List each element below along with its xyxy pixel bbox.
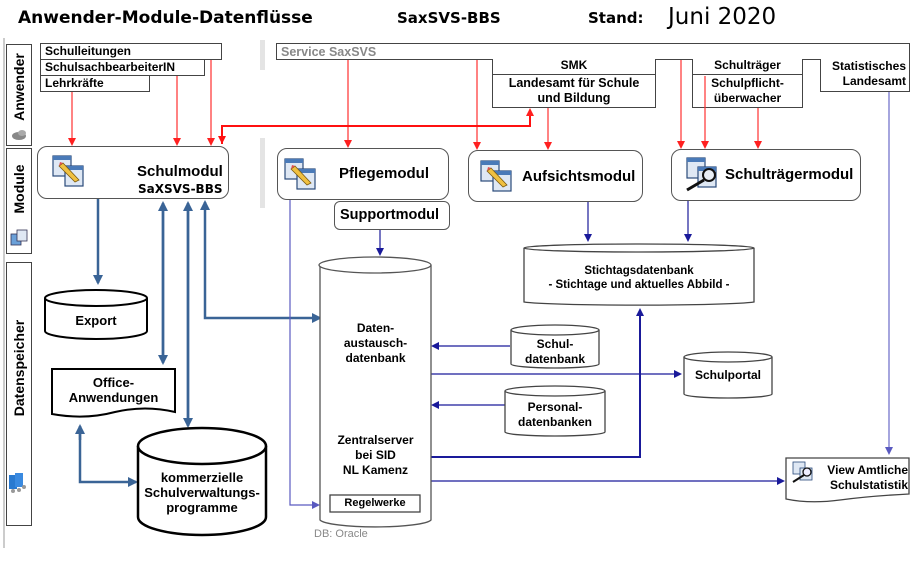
user-lehrkraefte: Lehrkräfte (40, 75, 150, 92)
stichtag-line1: Stichtagsdatenbank (584, 265, 694, 277)
personal-label: Personal- datenbanken (505, 400, 605, 430)
zentral-line2: bei SID (355, 448, 396, 462)
lane-anwender: Anwender (6, 44, 32, 146)
user-lasub-line1: Landesamt für Schule (508, 76, 640, 90)
section-separator-2 (260, 138, 265, 208)
schuldb-line1: Schul- (536, 337, 574, 351)
office-line1: Office- (92, 375, 135, 390)
zentral-label: Zentralserver bei SID NL Kamenz (320, 433, 431, 478)
view-search-icon (792, 461, 813, 483)
supportmodul[interactable]: Supportmodul (334, 201, 450, 230)
export-label: Export (75, 313, 117, 328)
user-schultraeger-label: Schulträger (714, 58, 781, 72)
pflegemodul[interactable]: Pflegemodul (277, 148, 449, 200)
user-schulsachbearbeiter-label: SchulsachbearbeiterIN (45, 60, 176, 74)
service-saxsvs-label: Service SaxSVS (281, 45, 377, 59)
kommerziell-line1: kommerzielle (160, 470, 244, 485)
edit-form-icon (284, 158, 316, 190)
diagram-title: Anwender-Module-Datenflüsse (18, 8, 313, 28)
user-schulleitungen-label: Schulleitungen (45, 44, 132, 58)
system-name: SaxSVS-BBS (397, 9, 501, 27)
lane-datenspeicher: Datenspeicher (6, 262, 32, 526)
view-line1: View Amtliche (827, 463, 908, 477)
kommerziell-label: kommerzielle Schulverwaltungs- programme (138, 470, 266, 515)
view-label: View Amtliche Schulstatistik (812, 463, 910, 493)
regelwerke-label: Regelwerke (344, 497, 406, 509)
user-statistik-line2: Landesamt (842, 74, 906, 88)
user-schulpflicht-line2: überwacher (713, 91, 782, 105)
view-line2: Schulstatistik (829, 478, 908, 492)
schuldb-label: Schul- datenbank (511, 337, 599, 367)
left-border (3, 38, 5, 548)
stichtag-store (523, 243, 755, 306)
aufsichtsmodul-label: Aufsichtsmodul (522, 168, 636, 185)
kommerziell-store (136, 426, 268, 537)
office-store (51, 368, 176, 418)
edit-form-icon (480, 160, 512, 192)
schuldb-store (510, 324, 600, 369)
db-note: DB: Oracle (314, 528, 368, 540)
stichtag-label: Stichtagsdatenbank - Stichtage und aktue… (524, 264, 754, 292)
schulportal-store (683, 351, 773, 399)
module-icon (10, 229, 28, 246)
schuldb-line2: datenbank (524, 352, 585, 366)
search-form-icon (686, 157, 717, 192)
schulmodul-sub: SaXSVS-BBS (138, 182, 223, 196)
stichtag-line2: - Stichtage und aktuelles Abbild - (548, 279, 730, 291)
schultraegermodul-label: Schulträgermodul (725, 166, 854, 183)
database-icon (9, 473, 26, 493)
user-statistik: Statistisches Landesamt (820, 59, 910, 92)
arrow-office-komm (78, 428, 138, 487)
edit-form-icon (52, 155, 84, 187)
user-lasub: Landesamt für Schule und Bildung (492, 74, 656, 108)
supportmodul-label: Supportmodul (340, 207, 440, 223)
user-schultraeger: Schulträger (692, 59, 803, 75)
export-store (44, 289, 148, 340)
user-schulsachbearbeiter: SchulsachbearbeiterIN (40, 59, 205, 76)
stand-value: Juni 2020 (668, 4, 777, 30)
zentral-line3: NL Kamenz (342, 463, 409, 477)
arrow-schulmodul-datenaustausch (203, 210, 322, 323)
kommerziell-line3: programme (166, 500, 238, 515)
stand-label: Stand: (588, 9, 644, 27)
daten-line1: Daten- (356, 321, 395, 335)
regelwerke-box (329, 494, 421, 513)
office-label: Office- Anwendungen (52, 375, 175, 405)
aufsichtsmodul[interactable]: Aufsichtsmodul (468, 150, 643, 202)
pflegemodul-label: Pflegemodul (339, 165, 430, 182)
personal-line1: Personal- (527, 400, 583, 414)
datenaustausch-label: Daten- austausch- datenbank (320, 321, 431, 366)
kommerziell-line2: Schulverwaltungs- (144, 485, 260, 500)
personal-line2: datenbanken (517, 415, 592, 429)
arrow-schulmodul-lasub (221, 108, 534, 144)
schultraegermodul[interactable]: Schulträgermodul (671, 149, 861, 201)
arrow-pflege-zentral (289, 200, 320, 509)
view-store (785, 457, 910, 503)
user-lasub-line2: und Bildung (537, 91, 611, 105)
personal-store (504, 385, 606, 437)
schulmodul[interactable]: Schulmodul SaXSVS-BBS (37, 146, 229, 199)
arrow-zentral-stichtag (431, 308, 644, 458)
lane-module: Module (6, 148, 32, 254)
schulmodul-label: Schulmodul (137, 163, 223, 180)
zentral-line1: Zentralserver (337, 433, 414, 447)
user-schulpflicht-line1: Schulpflicht- (711, 76, 784, 90)
zentral-store (318, 256, 432, 528)
user-schulpflicht: Schulpflicht- überwacher (692, 74, 803, 108)
users-icon (12, 130, 26, 140)
schulportal-label: Schulportal (694, 368, 761, 382)
user-smk-label: SMK (560, 58, 588, 72)
section-separator (260, 40, 265, 70)
office-line2: Anwendungen (68, 390, 159, 405)
user-smk: SMK (492, 59, 656, 75)
daten-line3: datenbank (345, 351, 406, 365)
user-lehrkraefte-label: Lehrkräfte (45, 76, 104, 90)
user-statistik-line1: Statistisches (831, 59, 906, 73)
daten-line2: austausch- (343, 336, 408, 350)
